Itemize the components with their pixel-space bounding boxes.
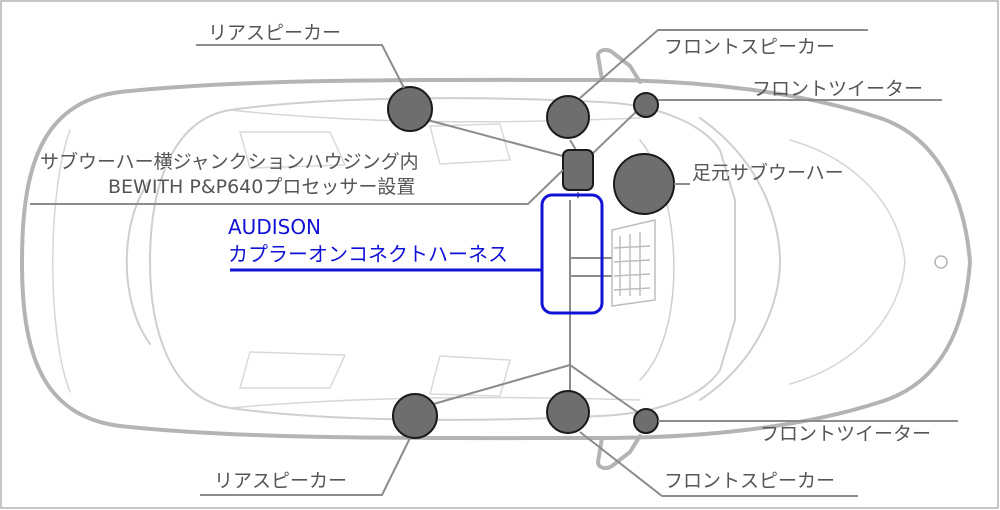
front-tweeter-top-icon [633,92,659,118]
leader-subwoofer-junction [30,169,564,205]
label-audison-line2: カプラーオンコネクトハーネス [228,242,508,266]
rear-speaker-top-icon [387,86,433,132]
wire-bottom-to-tweeter [569,364,641,415]
trunk-line [52,129,71,393]
head-unit-slot [613,259,651,263]
components [387,86,675,439]
foot-subwoofer-icon [613,153,675,215]
label-rear-speaker-bottom: リアスピーカー [214,470,347,492]
right-mirror [596,434,642,471]
label-audison-line1: AUDISON [228,215,321,239]
label-front-speaker-top: フロントスピーカー [664,36,835,58]
rear-speaker-bottom-icon [392,393,438,439]
label-rear-speaker-top: リアスピーカー [208,22,341,44]
windshield [699,117,781,401]
wire-tweeter-to-processor [589,107,641,157]
label-front-tweeter-bottom: フロントツイーター [760,423,931,445]
front-tweeter-bottom-icon [633,408,659,434]
processor-icon [562,149,594,191]
cabin-outline [149,97,736,421]
front-speaker-top-icon [546,95,590,139]
hood-line-bottom [789,261,906,385]
front-seat-bottom [429,355,511,397]
head-unit-slot [613,273,651,277]
leader-front-speaker-top [579,29,868,99]
head-unit-frame [611,219,656,307]
front-speaker-bottom-icon [546,390,590,434]
rear-window [125,179,151,345]
wire-rear-speaker-to-processor [419,117,571,159]
label-front-speaker-bottom: フロントスピーカー [664,470,835,492]
hood-line-top [789,139,906,263]
harness-highlight-icon [540,193,604,315]
wire-front-speaker-to-processor [569,139,577,151]
rear-seat-top [239,131,346,169]
rear-seat-bottom [239,351,346,389]
wiring [419,107,641,415]
leader-rear-speaker-top [196,44,405,89]
leader-rear-speaker-bottom [200,437,411,496]
label-front-tweeter-top: フロントツイーター [752,78,923,100]
head-unit-slot [613,287,651,291]
fuel-cap [934,255,948,269]
label-subwoofer-junction-line2: BEWITH P&P640プロセッサー設置 [108,176,415,198]
wire-bottom-to-rear-speaker [429,364,571,406]
car-outline [20,77,972,441]
label-leaders [30,29,958,497]
head-unit-slot [613,245,651,249]
leader-front-speaker-bottom [579,431,858,497]
head-unit [611,219,656,307]
left-mirror [596,47,642,84]
label-foot-subwoofer: 足元サブウーハー [692,161,844,184]
front-seat-top [429,123,511,165]
label-subwoofer-junction-line1: サブウーハー横ジャンクションハウジング内 [40,150,419,173]
